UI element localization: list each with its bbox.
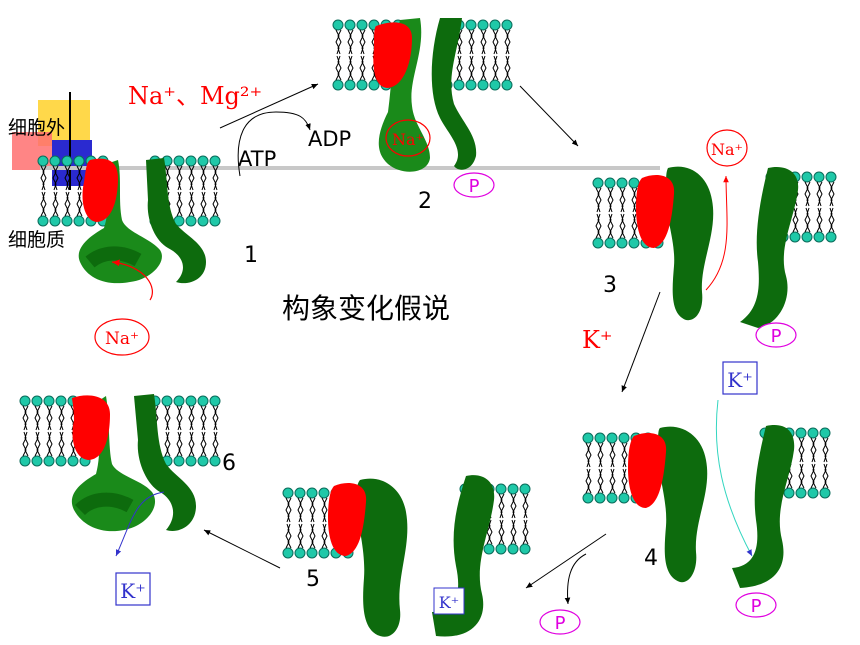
step-number-1: 1 bbox=[244, 243, 258, 268]
pump-step-1: Na⁺ 1 bbox=[37, 155, 258, 356]
phosphate-ellipse bbox=[735, 592, 777, 618]
pump-step-2: Na⁺ P 2 bbox=[332, 18, 513, 214]
potassium-label: K⁺ bbox=[439, 593, 459, 612]
potassium-label-red: K⁺ bbox=[582, 326, 613, 354]
potassium-label: K⁺ bbox=[120, 579, 146, 603]
pump-step-6: K⁺ 6 bbox=[19, 394, 236, 606]
arrow-step5-to-6 bbox=[203, 529, 281, 569]
phosphate-ellipse bbox=[453, 172, 495, 198]
protein-beta-subunit bbox=[146, 158, 206, 284]
sodium-label: Na⁺ bbox=[711, 140, 743, 159]
red-subunit bbox=[328, 483, 367, 556]
red-subunit bbox=[628, 433, 667, 508]
sodium-ion bbox=[94, 318, 150, 356]
pump-step-3: Na⁺ P 3 bbox=[592, 129, 837, 348]
phosphate-label: P bbox=[771, 326, 782, 347]
diagram-title: 构象变化假说 bbox=[282, 292, 450, 325]
red-subunit bbox=[72, 395, 110, 460]
sodium-label: Na⁺ bbox=[392, 130, 424, 149]
phosphate-label: P bbox=[555, 613, 566, 634]
arrow-step4-to-5 bbox=[525, 533, 607, 589]
pump-step-4: K⁺ P 4 bbox=[582, 361, 831, 618]
red-subunit bbox=[373, 22, 412, 88]
protein-alpha-subunit bbox=[378, 18, 430, 172]
potassium-box bbox=[115, 572, 151, 606]
ions-label: Na⁺、Mg²⁺ bbox=[128, 82, 262, 110]
protein-beta-subunit bbox=[134, 394, 196, 531]
step-number-4: 4 bbox=[644, 546, 658, 571]
protein-beta-subunit bbox=[432, 475, 495, 637]
phosphate-release-arrow bbox=[564, 553, 587, 605]
phosphate-ellipse bbox=[755, 322, 797, 348]
potassium-box bbox=[722, 361, 758, 395]
phosphate-ellipse bbox=[539, 609, 581, 635]
pump-step-5: K⁺ 5 bbox=[282, 475, 531, 637]
outside-cell-label: 细胞外 bbox=[8, 117, 65, 139]
slide-decoration bbox=[12, 92, 92, 190]
phosphate-label: P bbox=[469, 176, 480, 197]
potassium-box bbox=[433, 587, 465, 615]
sodium-label: Na⁺ bbox=[105, 329, 139, 349]
protein-beta-subunit bbox=[740, 166, 799, 328]
red-subunit bbox=[82, 158, 118, 222]
step-number-5: 5 bbox=[306, 567, 320, 592]
step-number-2: 2 bbox=[418, 189, 432, 214]
step-number-6: 6 bbox=[222, 451, 236, 476]
atp-adp-arrow bbox=[237, 111, 311, 177]
atp-label: ATP bbox=[238, 147, 276, 171]
protein-alpha-subunit bbox=[665, 166, 714, 321]
red-subunit bbox=[636, 175, 675, 248]
arrow-step2-to-3 bbox=[519, 85, 579, 147]
protein-alpha-subunit bbox=[356, 478, 408, 637]
phosphate-label: P bbox=[751, 596, 762, 617]
protein-alpha-subunit bbox=[657, 426, 708, 583]
adp-label: ADP bbox=[308, 127, 351, 151]
sodium-ion bbox=[706, 129, 748, 167]
arrow-step1-to-2 bbox=[219, 83, 319, 129]
arrow-step3-to-4 bbox=[621, 291, 661, 393]
protein-beta-subunit bbox=[431, 18, 477, 170]
sodium-ion bbox=[385, 119, 431, 157]
cytoplasm-label: 细胞质 bbox=[8, 229, 65, 251]
step-number-3: 3 bbox=[603, 273, 617, 298]
potassium-label: K⁺ bbox=[727, 368, 753, 392]
protein-beta-subunit bbox=[732, 425, 795, 588]
